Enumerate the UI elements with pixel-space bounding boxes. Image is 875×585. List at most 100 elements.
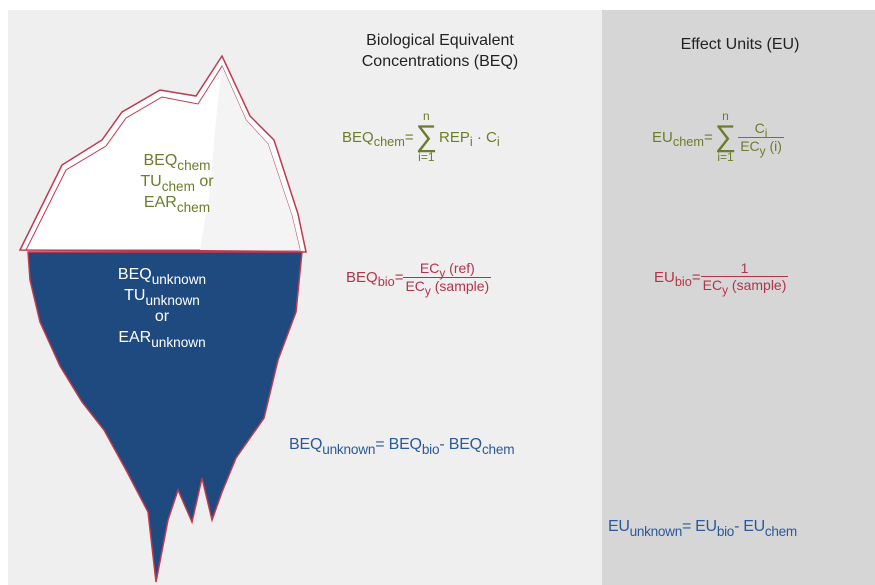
eu-bio-fraction: 1 ECy (sample) <box>700 260 789 298</box>
beq-bio-equation: BEQbio = ECy (ref) ECy (sample) <box>346 260 492 299</box>
sigma-icon: ∑ <box>415 120 438 153</box>
eu-chem-lhs-sub: chem <box>672 133 705 149</box>
beq-bio-lhs-sub: bio <box>377 274 395 290</box>
beq-unknown-main: BEQ <box>117 266 152 283</box>
ear-unknown-main: EAR <box>118 329 152 346</box>
beq-unknown-equation: BEQunknown= BEQbio- BEQchem <box>289 436 515 457</box>
iceberg-below-water <box>27 251 303 583</box>
beq-chem-sub: chem <box>177 157 211 173</box>
beq-unknown-c-sub: chem <box>481 441 515 457</box>
iceberg-shading <box>200 66 300 250</box>
beq-chem-sum: n ∑ i=1 <box>416 110 437 164</box>
ear-chem-main: EAR <box>143 194 177 211</box>
or-label: or <box>154 308 170 325</box>
eu-bio-equation: EUbio = 1 ECy (sample) <box>654 260 789 298</box>
rep-sub: i <box>469 133 473 149</box>
eu-bio-lhs-main: EU <box>654 268 675 286</box>
beq-unknown-equals: = <box>375 436 389 453</box>
iceberg-below-labels: BEQunknown TUunknown or EARunknown <box>92 264 232 350</box>
tu-unknown-sub: unknown <box>145 292 200 308</box>
eu-unknown-equation: EUunknown= EUbio- EUchem <box>608 518 797 539</box>
ec-suffix: (sample) <box>728 277 787 293</box>
ec-sub: y <box>424 284 431 299</box>
ec-sub: y <box>439 266 446 281</box>
beq-header-line-2: Concentrations (BEQ) <box>361 53 519 70</box>
ec-suffix: (i) <box>765 137 782 154</box>
tu-chem-sub: chem <box>161 178 195 194</box>
beq-bio-equals: = <box>394 269 404 286</box>
eu-chem-sum: n ∑ i=1 <box>715 110 736 164</box>
eu-bio-equals: = <box>691 268 701 286</box>
eu-bio-numerator: 1 <box>740 260 749 276</box>
ec-main: EC <box>419 260 440 276</box>
c-main: · C <box>472 128 497 146</box>
beq-chem-sum-upper: n <box>422 109 430 123</box>
sigma-icon: ∑ <box>714 120 737 153</box>
eu-bio-lhs: EUbio <box>654 268 692 289</box>
eu-unknown-b: EU <box>695 518 717 535</box>
beq-unknown-b-sub: bio <box>421 441 440 457</box>
ci-main: C <box>754 119 765 136</box>
eu-chem-lhs: EUchem <box>652 128 705 149</box>
eu-chem-sum-upper: n <box>722 109 729 123</box>
beq-unknown-a: BEQ <box>289 436 323 453</box>
c-sub: i <box>496 133 500 149</box>
beq-chem-lhs-sub: chem <box>373 133 405 149</box>
eu-chem-numerator: Ci <box>738 119 784 140</box>
eu-chem-denominator: ECy (i) <box>738 136 784 158</box>
tu-unknown-label: TUunknown <box>92 285 232 308</box>
ec-suffix: (sample) <box>430 278 490 294</box>
ec-sub: y <box>722 283 729 298</box>
beq-bio-numerator: ECy (ref) <box>403 260 491 281</box>
ear-chem-sub: chem <box>176 199 211 215</box>
eu-unknown-equals: = <box>681 518 696 535</box>
eu-unknown-c: EU <box>743 518 765 535</box>
beq-chem-lhs-main: BEQ <box>342 128 374 146</box>
beq-unknown-b: BEQ <box>388 436 422 453</box>
eu-chem-sum-lower: i=1 <box>717 150 734 164</box>
eu-unknown-a: EU <box>608 518 630 535</box>
beq-unknown-sub: unknown <box>151 271 207 287</box>
tu-chem-label: TUchem or <box>112 171 242 194</box>
iceberg-above-water-inner-outline <box>25 64 301 251</box>
beq-bio-fraction: ECy (ref) ECy (sample) <box>403 260 492 299</box>
beq-bio-lhs-main: BEQ <box>346 269 378 286</box>
eu-bio-denominator: ECy (sample) <box>700 276 789 298</box>
eu-chem-fraction: Ci ECy (i) <box>738 119 784 158</box>
ec-main: EC <box>702 277 723 293</box>
eu-unknown-b-sub: bio <box>716 523 735 539</box>
eu-unknown-c-sub: chem <box>764 523 797 539</box>
tu-unknown-main: TU <box>124 287 146 304</box>
eu-unknown-a-sub: unknown <box>629 523 683 539</box>
eu-bio-lhs-sub: bio <box>674 273 692 289</box>
ec-suffix: (ref) <box>445 260 475 276</box>
beq-unknown-minus: - <box>439 436 449 453</box>
beq-unknown-c: BEQ <box>448 436 482 453</box>
beq-chem-equation: BEQchem = n ∑ i=1 REPi · Ci <box>342 110 500 164</box>
ec-sub: y <box>759 143 766 158</box>
ci-sub: i <box>764 125 768 140</box>
eu-unknown-minus: - <box>734 518 744 535</box>
beq-bio-denominator: ECy (sample) <box>403 277 492 299</box>
beq-column-header: Biological Equivalent Concentrations (BE… <box>340 30 540 72</box>
eu-chem-equation: EUchem = n ∑ i=1 Ci ECy (i) <box>652 110 784 164</box>
beq-chem-main: BEQ <box>143 152 178 169</box>
eu-panel-background <box>602 10 875 585</box>
rep-main: REP <box>439 128 470 146</box>
beq-unknown-a-sub: unknown <box>322 441 376 457</box>
tu-chem-main: TU <box>140 173 162 190</box>
ec-main: EC <box>405 278 425 294</box>
beq-chem-term: REPi · Ci <box>439 128 500 149</box>
beq-unknown-label: BEQunknown <box>92 264 232 287</box>
beq-chem-label: BEQchem <box>112 150 242 173</box>
tu-chem-or: or <box>194 173 214 190</box>
ear-unknown-label: EARunknown <box>92 327 232 350</box>
beq-chem-equals: = <box>404 128 414 146</box>
eu-chem-lhs-main: EU <box>652 128 673 146</box>
beq-bio-lhs: BEQbio <box>346 269 395 290</box>
beq-chem-sum-lower: i=1 <box>418 150 435 164</box>
beq-chem-lhs: BEQchem <box>342 128 405 149</box>
eu-column-header: Effect Units (EU) <box>680 36 800 53</box>
